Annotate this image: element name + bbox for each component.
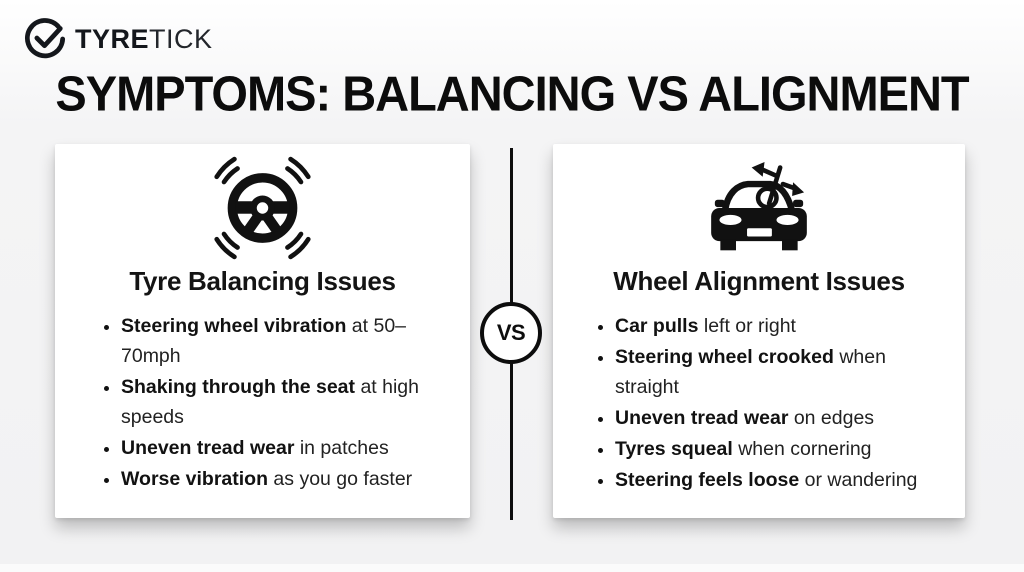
bullet-bold-text: Steering feels loose xyxy=(615,469,800,492)
bullet-bold-text: Uneven tread wear xyxy=(615,407,789,430)
vibrating-steering-wheel-icon xyxy=(55,152,470,264)
page-title: SYMPTOMS: BALANCING VS ALIGNMENT xyxy=(55,65,969,122)
list-item: Uneven tread wear in patches xyxy=(121,433,452,463)
brand-name-light: TICK xyxy=(149,23,213,54)
bullet-bold-text: Tyres squeal xyxy=(615,438,733,461)
circle-check-icon xyxy=(24,18,66,60)
list-item: Steering wheel crooked when straight xyxy=(615,342,947,402)
list-item: Car pulls left or right xyxy=(615,311,947,341)
alignment-bullet-list: Car pulls left or right Steering wheel c… xyxy=(553,311,965,495)
list-item: Tyres squeal when cornering xyxy=(615,434,947,464)
brand-name-bold: TYRE xyxy=(75,23,150,54)
brand-name: TYRETICK xyxy=(75,23,213,54)
vs-badge: VS xyxy=(480,302,542,364)
bullet-bold-text: Steering wheel crooked xyxy=(615,346,834,369)
bullet-rest-text: when straight xyxy=(615,346,886,399)
bullet-bold-text: Shaking through the seat xyxy=(121,376,356,399)
bullet-rest-text: at 50–70mph xyxy=(121,315,407,368)
bottom-strip xyxy=(0,564,1024,572)
bullet-rest-text: as you go faster xyxy=(268,468,413,491)
bullet-rest-text: when cornering xyxy=(732,438,872,461)
list-item: Uneven tread wear on edges xyxy=(615,403,947,433)
bullet-rest-text: in patches xyxy=(294,437,389,460)
list-item: Steering wheel vibration at 50–70mph xyxy=(121,311,452,371)
balancing-card: Tyre Balancing Issues Steering wheel vib… xyxy=(55,144,470,518)
bullet-bold-text: Worse vibration xyxy=(121,468,269,491)
bullet-bold-text: Uneven tread wear xyxy=(121,437,295,460)
list-item: Steering feels loose or wandering xyxy=(615,465,947,495)
balancing-bullet-list: Steering wheel vibration at 50–70mph Sha… xyxy=(55,311,470,494)
alignment-card: Wheel Alignment Issues Car pulls left or… xyxy=(553,144,965,518)
balancing-heading: Tyre Balancing Issues xyxy=(129,266,396,296)
list-item: Worse vibration as you go faster xyxy=(121,464,452,494)
bullet-bold-text: Steering wheel vibration xyxy=(121,315,347,337)
bullet-rest-text: or wandering xyxy=(799,469,918,492)
bullet-rest-text: left or right xyxy=(698,315,796,337)
bullet-bold-text: Car pulls xyxy=(615,315,699,337)
bullet-rest-text: on edges xyxy=(788,407,875,430)
alignment-heading: Wheel Alignment Issues xyxy=(613,266,905,296)
bullet-rest-text: at high speeds xyxy=(121,376,419,429)
list-item: Shaking through the seat at high speeds xyxy=(121,372,452,432)
tyretick-logo: TYRETICK xyxy=(24,18,213,60)
misaligned-car-icon xyxy=(553,152,965,264)
